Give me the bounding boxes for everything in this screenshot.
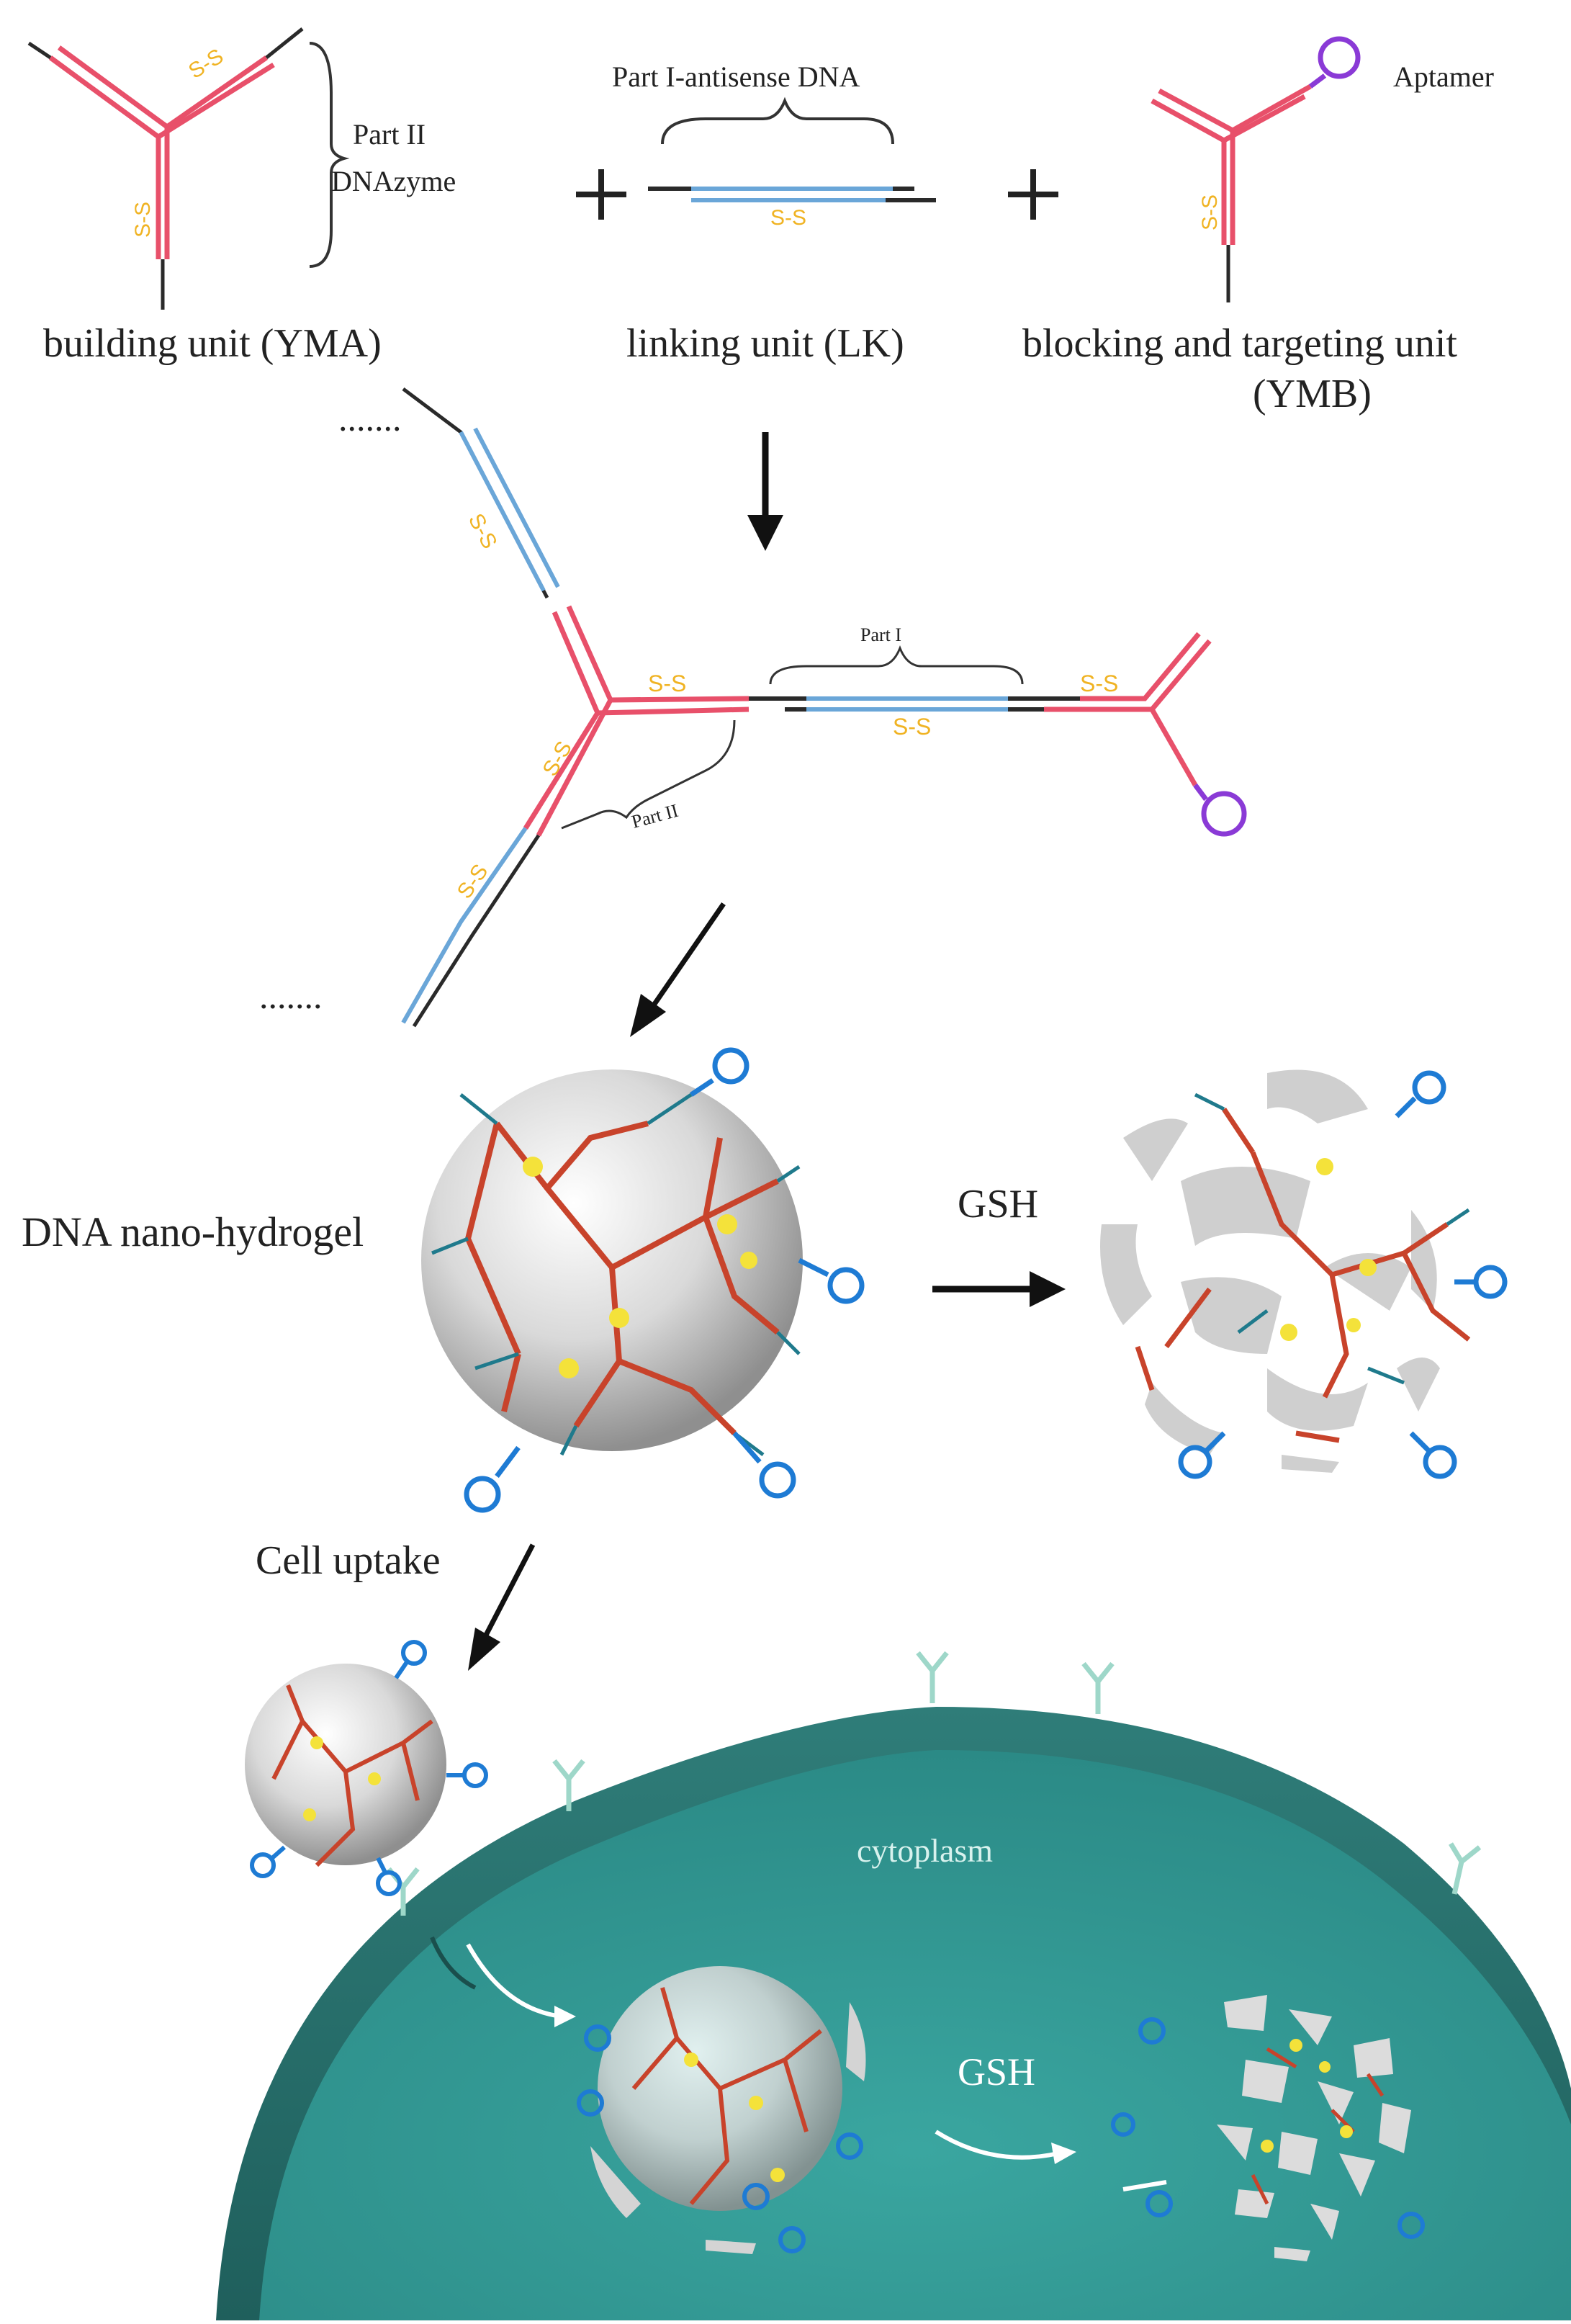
svg-text:S-S: S-S <box>453 860 493 903</box>
part-i-small-label: Part I <box>860 624 901 645</box>
gsh-label: GSH <box>958 1182 1038 1226</box>
cytoplasm-label: cytoplasm <box>857 1832 993 1869</box>
part-i-antisense-label: Part I-antisense DNA <box>612 60 860 93</box>
blocking-unit-ymb-icon: S-S <box>1151 36 1361 302</box>
internalized-hydrogel-icon <box>577 1966 866 2254</box>
plus-icon-2 <box>1008 169 1058 220</box>
white-arrow-icon-2 <box>935 2130 1076 2164</box>
cell-uptake-label: Cell uptake <box>256 1538 441 1583</box>
arrow-right-icon <box>932 1271 1066 1307</box>
linking-unit-label: linking unit (LK) <box>626 321 904 366</box>
cell-icon <box>216 1707 1571 2320</box>
degraded-hydrogel-icon <box>1100 1069 1508 1479</box>
ellipsis-top: ....... <box>338 398 402 439</box>
dna-nano-hydrogel-icon <box>421 1047 865 1513</box>
part-ii-brace <box>309 42 350 268</box>
svg-text:S-S: S-S <box>184 44 228 83</box>
arrow-cell-uptake-icon <box>468 1543 536 1671</box>
svg-text:S-S: S-S <box>131 202 155 238</box>
plus-icon <box>576 169 626 220</box>
dna-nano-hydrogel-label: DNA nano-hydrogel <box>22 1208 364 1255</box>
white-arrow-icon <box>466 1943 576 2027</box>
assembled-network-icon: S-S S-S S-S S-S S-S S-S <box>401 387 1247 1028</box>
gsh-inside-label: GSH <box>958 2050 1035 2094</box>
part-i-brace <box>661 97 894 145</box>
small-hydrogel-icon <box>245 1640 488 1896</box>
svg-text:S-S: S-S <box>1080 670 1118 696</box>
part-ii-label: Part II <box>353 118 426 151</box>
part-ii-small-label: Part II <box>629 800 680 833</box>
svg-text:S-S: S-S <box>464 510 502 553</box>
blocking-unit-label-2: (YMB) <box>1253 372 1372 416</box>
aptamer-label: Aptamer <box>1393 60 1494 93</box>
arrow-diagonal-icon <box>630 902 726 1037</box>
svg-text:S-S: S-S <box>893 714 931 740</box>
svg-text:S-S: S-S <box>1198 194 1222 230</box>
svg-text:S-S: S-S <box>648 670 686 696</box>
blocking-unit-label-1: blocking and targeting unit <box>1022 321 1457 366</box>
degraded-fragments-icon <box>1111 1995 1425 2261</box>
linking-unit-lk-icon: S-S <box>648 187 936 230</box>
svg-text:S-S: S-S <box>770 206 806 230</box>
receptor-icon <box>387 1651 1482 1916</box>
arrow-down-icon <box>747 432 783 551</box>
building-unit-yma-icon: S-S S-S <box>27 27 304 310</box>
ellipsis-bottom: ....... <box>259 976 323 1016</box>
dnazyme-label: DNAzyme <box>331 165 456 197</box>
building-unit-label: building unit (YMA) <box>43 321 382 366</box>
